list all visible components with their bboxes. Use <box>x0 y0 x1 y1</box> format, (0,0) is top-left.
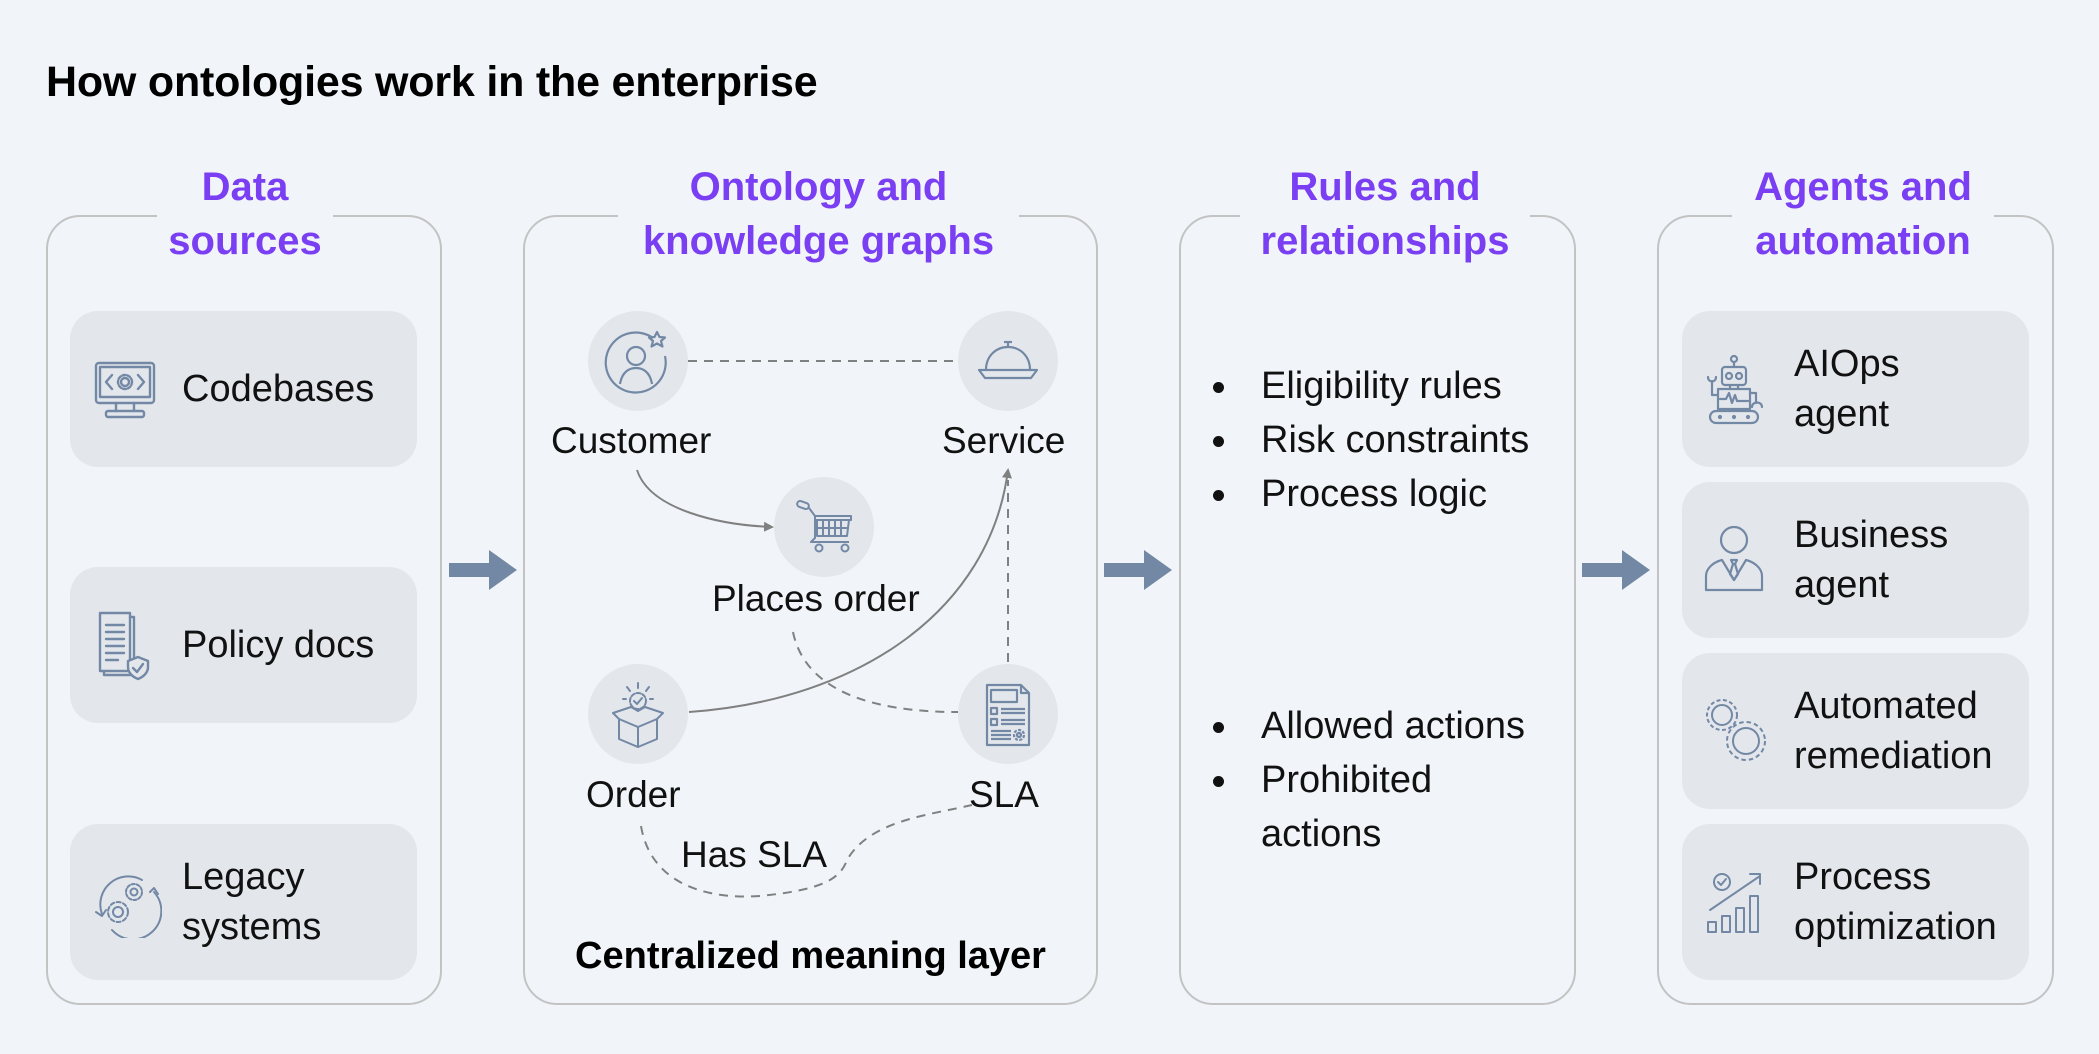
list-item: Process logic <box>1205 467 1529 521</box>
customer-star-icon <box>603 326 673 396</box>
label-line: agent <box>1794 393 1890 435</box>
title-line: sources <box>168 219 322 263</box>
list-item: Allowed actions <box>1205 699 1525 753</box>
list-item: Prohibited <box>1205 753 1525 807</box>
business-person-icon <box>1702 524 1774 596</box>
list-item: Eligibility rules <box>1205 359 1529 413</box>
card-label: Business agent <box>1794 510 1948 610</box>
monitor-code-icon <box>90 353 162 425</box>
card-business-agent: Business agent <box>1682 482 2029 638</box>
bullet-icon <box>1213 436 1224 447</box>
data-sources-title: Data sources <box>157 160 333 268</box>
card-label: Automated remediation <box>1794 681 1993 781</box>
bullet-icon <box>1213 722 1224 733</box>
gears-icon <box>1702 695 1774 767</box>
growth-chart-icon <box>1702 866 1774 938</box>
rules-list-2: Allowed actions Prohibited actions <box>1205 699 1525 861</box>
label-line: AIOps <box>1794 343 1900 385</box>
label-line: Business <box>1794 514 1949 556</box>
card-label: Policy docs <box>182 624 375 666</box>
flow-arrow-icon <box>1582 550 1650 590</box>
flow-arrow-icon <box>449 550 517 590</box>
list-item-label: Eligibility rules <box>1261 365 1502 407</box>
rules-list-1: Eligibility rules Risk constraints Proce… <box>1205 359 1529 521</box>
edge-label-has-sla: Has SLA <box>681 834 828 875</box>
card-label: Process optimization <box>1794 852 1997 952</box>
node-label-order: Order <box>586 774 681 815</box>
bullet-icon <box>1213 776 1224 787</box>
node-label-places-order: Places order <box>712 578 920 619</box>
label-line: optimization <box>1794 906 1997 948</box>
card-legacy-systems: Legacy systems <box>70 824 417 980</box>
title-line: relationships <box>1260 219 1510 263</box>
card-label: AIOps agent <box>1794 339 1900 439</box>
bullet-icon <box>1213 490 1224 501</box>
list-item-label: Allowed actions <box>1261 705 1526 747</box>
title-line: Rules and <box>1289 165 1481 209</box>
centralized-meaning-layer-label: Centralized meaning layer <box>575 935 1046 977</box>
list-item-label: Prohibited <box>1261 759 1433 801</box>
ontology-title: Ontology and knowledge graphs <box>618 160 1019 268</box>
robot-icon <box>1702 353 1774 425</box>
card-label: Legacy systems <box>182 852 321 952</box>
document-shield-icon <box>90 609 162 681</box>
node-customer[interactable] <box>588 311 688 411</box>
card-automated-remediation: Automated remediation <box>1682 653 2029 809</box>
node-label-customer: Customer <box>551 420 712 461</box>
node-label-sla: SLA <box>969 774 1039 815</box>
title-line: Ontology and <box>689 165 948 209</box>
service-cloche-icon <box>973 326 1043 396</box>
card-codebases: Codebases <box>70 311 417 467</box>
order-box-icon <box>603 679 673 749</box>
card-aiops-agent: AIOps agent <box>1682 311 2029 467</box>
flow-arrow-icon <box>1104 550 1172 590</box>
label-line: Automated <box>1794 685 1978 727</box>
list-item-label: Process logic <box>1261 473 1487 515</box>
label-line: remediation <box>1794 735 1993 777</box>
label-line: agent <box>1794 564 1890 606</box>
title-line: Data <box>201 165 289 209</box>
card-process-optimization: Process optimization <box>1682 824 2029 980</box>
card-policy-docs: Policy docs <box>70 567 417 723</box>
sla-document-icon <box>973 679 1043 749</box>
node-sla[interactable] <box>958 664 1058 764</box>
label-line: systems <box>182 906 322 948</box>
gears-cycle-icon <box>90 866 163 941</box>
page-title: How ontologies work in the enterprise <box>46 58 818 106</box>
list-item-label: actions <box>1261 813 1382 855</box>
rules-panel <box>1179 215 1576 1005</box>
bullet-icon <box>1213 382 1224 393</box>
label-line: Process <box>1794 856 1932 898</box>
title-line: automation <box>1755 219 1971 263</box>
title-line: Agents and <box>1754 165 1972 209</box>
shopping-cart-icon <box>789 492 859 562</box>
node-service[interactable] <box>958 311 1058 411</box>
list-item: Risk constraints <box>1205 413 1529 467</box>
node-label-service: Service <box>942 420 1066 461</box>
list-item-label: Risk constraints <box>1261 419 1530 461</box>
list-item-continuation: actions <box>1205 807 1525 861</box>
title-line: knowledge graphs <box>642 219 995 263</box>
label-line: Legacy <box>182 856 305 898</box>
rules-title: Rules and relationships <box>1240 160 1530 268</box>
agents-title: Agents and automation <box>1732 160 1994 268</box>
node-order[interactable] <box>588 664 688 764</box>
node-places-order[interactable] <box>774 477 874 577</box>
card-label: Codebases <box>182 368 375 410</box>
